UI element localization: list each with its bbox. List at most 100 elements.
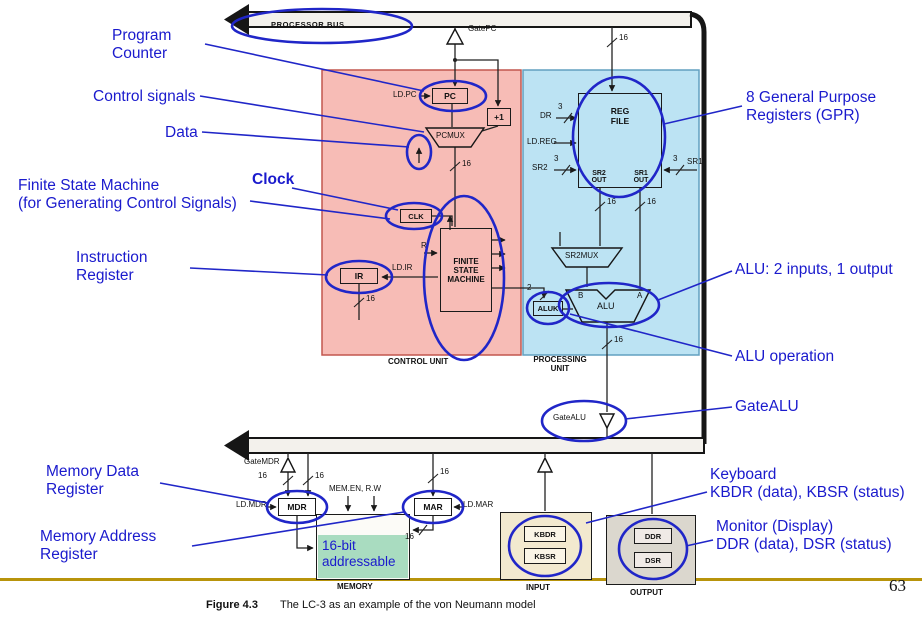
control-signals-annotation: Control signals [93, 88, 196, 105]
output-device-box [606, 515, 696, 585]
highlight-ellipse-output [617, 517, 689, 581]
highlight-ellipse-fsm [422, 194, 506, 362]
input-gate-triangle [536, 456, 554, 473]
kbdr-register-box: KBDR [524, 526, 566, 542]
ld-ir-label: LD.IR [392, 263, 413, 272]
pointer-data [201, 131, 410, 148]
pointer-monitor [685, 539, 714, 547]
input-device-box [500, 512, 592, 580]
processing-unit-region [522, 69, 700, 356]
pointer-keyboard [585, 491, 708, 524]
highlight-ellipse-gatealu [540, 399, 628, 443]
memory-data-register-annotation: Memory Data Register [46, 463, 140, 498]
pc-register-box: PC [432, 88, 468, 104]
incrementer-box: +1 [487, 108, 511, 126]
gatemdr-label: GateMDR [244, 457, 280, 466]
width-16-label: 16 [258, 471, 267, 480]
program-counter-annotation: Program Counter [112, 27, 172, 62]
finite-state-machine-box: FINITE STATE MACHINE [440, 228, 492, 312]
kbsr-register-box: KBSR [524, 548, 566, 564]
ddr-register-box: DDR [634, 528, 672, 544]
width-3-label: 3 [554, 154, 559, 163]
r-signal-label: R [421, 241, 427, 250]
bottom-bus-arrowhead [224, 430, 249, 461]
width-16-label: 16 [607, 197, 616, 206]
gpr-annotation: 8 General Purpose Registers (GPR) [746, 89, 877, 124]
alu-label: ALU [597, 301, 615, 311]
memory-address-register-annotation: Memory Address Register [40, 528, 157, 563]
gatealu-label: GateALU [553, 413, 586, 422]
bit-width-slashes [282, 37, 685, 536]
sr1-label: SR1 [687, 157, 703, 166]
width-16-label: 16 [619, 33, 628, 42]
alu-b-input-label: B [578, 291, 584, 300]
pointer-instruction-register [189, 267, 329, 276]
sr1-out-port: SR1 OUT [633, 170, 649, 184]
width-16-label: 16 [366, 294, 375, 303]
slide-accent-rule [0, 578, 922, 581]
monitor-annotation: Monitor (Display) DDR (data), DSR (statu… [716, 518, 892, 553]
pcmux-label: PCMUX [436, 131, 465, 140]
bus-right-connector [689, 11, 707, 444]
highlight-ellipse-data-arrow [405, 133, 433, 171]
register-file-title: REG FILE [610, 106, 630, 126]
highlight-ellipse-reg-file [571, 75, 667, 199]
pointer-gatealu [624, 406, 733, 420]
pcmux-shape [424, 127, 486, 148]
dr-label: DR [540, 111, 552, 120]
width-16-label: 16 [405, 532, 414, 541]
width-3-label: 3 [673, 154, 678, 163]
mar-register-box: MAR [414, 498, 452, 516]
gatealu-annotation: GateALU [735, 398, 799, 415]
ld-mar-label: LD.MAR [463, 500, 494, 509]
highlight-ellipse-alu [557, 281, 661, 329]
addressable-annotation: 16-bit addressable [322, 538, 396, 569]
highlight-ellipse-pc [418, 79, 488, 113]
input-label: INPUT [526, 583, 550, 592]
pointer-program-counter [204, 43, 425, 92]
highlight-ellipse-mar [401, 489, 465, 525]
sr2mux-shape [550, 247, 624, 268]
gatepc-label: GatePC [468, 24, 497, 33]
processing-unit-label: PROCESSING UNIT [533, 355, 587, 373]
width-16-label: 16 [614, 335, 623, 344]
alu-operation-annotation: ALU operation [735, 348, 835, 365]
instruction-register-annotation: Instruction Register [76, 249, 148, 284]
highlight-ellipse-input [507, 514, 583, 578]
gatepc-triangle [445, 27, 465, 45]
pointer-memory-data-register [159, 482, 269, 504]
gatemdr-triangle [279, 456, 297, 473]
highlight-ellipse-clk [384, 201, 444, 231]
sr2-label: SR2 [532, 163, 548, 172]
clock-annotation: Clock [252, 171, 295, 188]
highlight-ellipse-aluk [525, 290, 571, 326]
width-16-label: 16 [315, 471, 324, 480]
pointer-fsm [249, 200, 391, 220]
alu-io-annotation: ALU: 2 inputs, 1 output [735, 261, 893, 278]
pointer-alu-operation [569, 313, 733, 357]
aluk-box: ALUK [533, 301, 563, 316]
pointer-clock [291, 187, 399, 211]
ir-register-box: IR [340, 268, 378, 284]
keyboard-annotation: Keyboard KBDR (data), KBSR (status) [710, 466, 905, 501]
width-16-label: 16 [647, 197, 656, 206]
output-label: OUTPUT [630, 588, 663, 597]
pointer-control-signals [199, 95, 425, 133]
wire-junction-dot [453, 58, 457, 62]
width-3-label: 3 [558, 102, 563, 111]
highlight-ellipse-processor-bus [230, 7, 414, 45]
width-16-label: 16 [440, 467, 449, 476]
data-annotation: Data [165, 124, 198, 141]
pointer-alu-io [657, 270, 733, 301]
mdr-register-box: MDR [278, 498, 316, 516]
processor-bus-label: PROCESSOR BUS [271, 20, 345, 29]
mem-en-rw-label: MEM.EN, R.W [329, 484, 381, 493]
control-unit-label: CONTROL UNIT [388, 357, 449, 366]
fsm-annotation: Finite State Machine (for Generating Con… [18, 177, 237, 212]
aluk-width-label: 2 [527, 283, 532, 292]
alu-a-input-label: A [637, 291, 643, 300]
